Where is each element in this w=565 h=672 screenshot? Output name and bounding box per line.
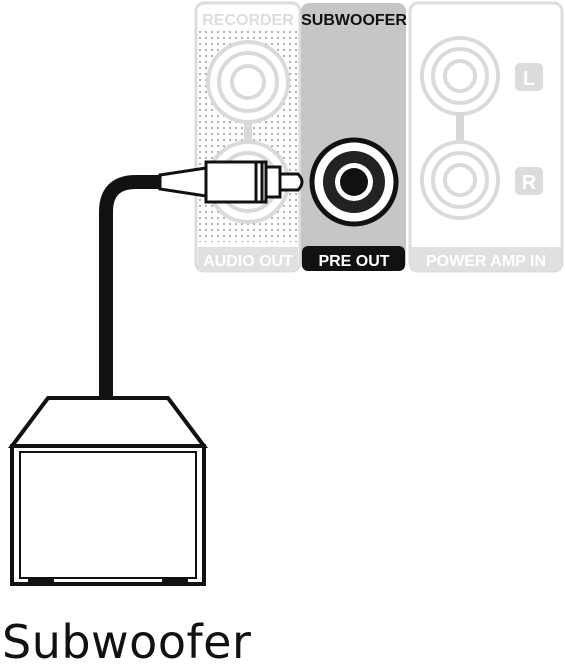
power-amp-in-section: L R POWER AMP IN	[408, 1, 564, 273]
subwoofer-cable	[99, 175, 168, 398]
subwoofer-header-label: SUBWOOFER	[301, 12, 407, 29]
pre-out-label: PRE OUT	[318, 253, 389, 270]
subwoofer-caption: Subwoofer	[2, 615, 252, 669]
left-channel-badge: L	[515, 63, 543, 91]
subwoofer-pre-out-section: SUBWOOFER PRE OUT	[301, 3, 407, 271]
power-amp-left-jack	[420, 36, 500, 116]
subwoofer-speaker-icon	[8, 396, 208, 586]
pre-out-jack	[309, 137, 399, 227]
audio-out-label: AUDIO OUT	[203, 253, 293, 270]
power-amp-right-jack	[420, 140, 500, 220]
rca-plug-icon	[158, 160, 304, 204]
right-channel-badge: R	[515, 167, 543, 195]
svg-text:R: R	[522, 172, 537, 194]
svg-text:L: L	[523, 68, 535, 90]
recorder-section: RECORDER AUDIO OUT	[194, 1, 302, 273]
recorder-header-label: RECORDER	[202, 12, 294, 29]
recorder-upper-jack	[206, 40, 290, 124]
power-amp-in-label: POWER AMP IN	[426, 253, 546, 270]
